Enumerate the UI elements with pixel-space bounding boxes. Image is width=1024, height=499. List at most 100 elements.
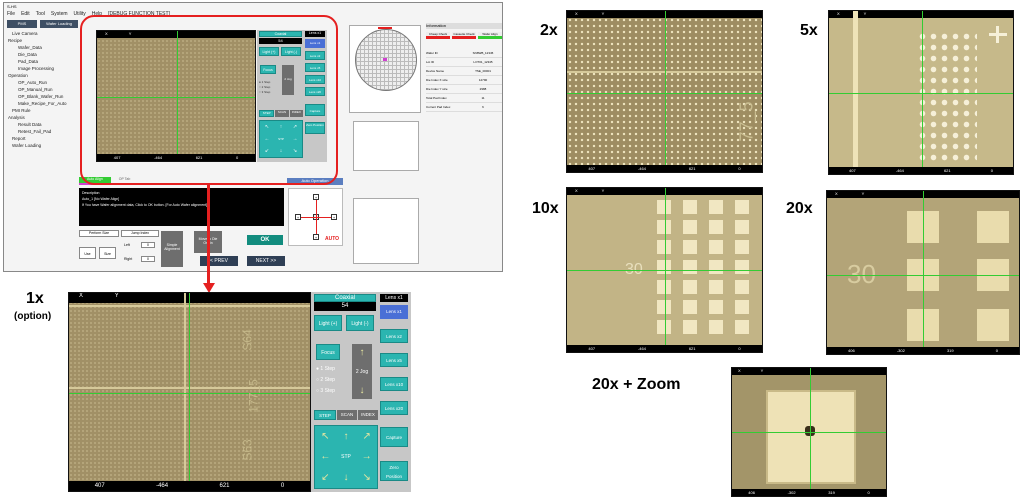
wafer-align-check[interactable]: Wafer Align <box>478 32 502 39</box>
capture-button[interactable]: Capture <box>305 104 325 116</box>
arrow-down-icon[interactable]: ↓ <box>279 148 283 154</box>
jog-control[interactable]: ↑ 2 Jog ↓ <box>352 344 372 399</box>
arrow-up-left-icon[interactable]: ↖ <box>264 124 270 130</box>
arrow-right-icon[interactable]: → <box>292 136 298 142</box>
light-plus-button[interactable]: Light (+) <box>259 47 279 56</box>
arrow-down-left-icon[interactable]: ↙ <box>321 472 330 484</box>
focus-button[interactable]: Focus <box>260 65 276 74</box>
tree-item[interactable]: Result Data <box>18 122 42 127</box>
step-option[interactable]: ○ 2 Step <box>316 377 335 383</box>
lens-x20-button[interactable]: Lens x20 <box>380 401 408 415</box>
tab-op[interactable]: OP Tab <box>118 177 131 181</box>
tree-item[interactable]: Pad_Data <box>18 59 39 64</box>
arrow-up-icon[interactable]: ↑ <box>279 124 283 130</box>
scan-button[interactable]: SCAN <box>337 410 357 420</box>
focus-button[interactable]: Focus <box>316 344 340 360</box>
menu-help[interactable]: Help <box>91 11 103 17</box>
arrow-down-left-icon[interactable]: ↙ <box>264 148 270 154</box>
arrow-left-icon[interactable]: ← <box>264 136 270 142</box>
coaxial-value[interactable]: 54 <box>314 302 376 311</box>
lens-x10-button[interactable]: Lens x10 <box>305 75 325 84</box>
stp-button[interactable]: STP <box>341 453 351 460</box>
lens-x2-button[interactable]: Lens x2 <box>380 329 408 343</box>
step-option[interactable]: ○ 2 Step <box>259 85 271 89</box>
light-plus-button[interactable]: Light (+) <box>314 315 342 331</box>
step-button[interactable]: STEP <box>314 410 336 420</box>
lens-x20-button[interactable]: Lens x20 <box>305 87 325 96</box>
scan-button[interactable]: SCAN <box>275 110 289 117</box>
step-option[interactable]: ● 1 Step <box>259 80 271 84</box>
arrow-down-icon[interactable]: ↓ <box>359 385 365 396</box>
tree-item[interactable]: Wafer Loading <box>12 143 42 148</box>
use-button[interactable]: Use <box>79 247 96 259</box>
step-button[interactable]: STEP <box>259 110 275 117</box>
tree-item[interactable]: Retest_Fail_Pad <box>18 129 52 134</box>
simple-alignment-button[interactable]: Simple Alignment <box>161 231 183 267</box>
next-button[interactable]: NEXT >> <box>247 256 285 266</box>
tree-item[interactable]: Die_Data <box>18 52 37 57</box>
step-option[interactable]: ○ 3 Step <box>316 388 335 394</box>
lens-x2-button[interactable]: Lens x2 <box>305 51 325 60</box>
arrow-right-icon[interactable]: → <box>361 451 372 463</box>
lens-x10-button[interactable]: Lens x10 <box>380 377 408 391</box>
arrow-up-left-icon[interactable]: ↖ <box>321 430 330 442</box>
tree-item[interactable]: Make_Recipe_For_Auto <box>18 101 67 106</box>
lens-x1-button[interactable]: Lens x1 <box>305 39 325 48</box>
arrow-down-right-icon[interactable]: ↘ <box>292 148 298 154</box>
right-input[interactable]: 0 <box>141 256 155 262</box>
arrow-down-icon[interactable]: ↓ <box>343 472 349 484</box>
pms-button[interactable]: PMS <box>7 20 37 28</box>
tree-item[interactable]: OP_Blank_Wafer_Run <box>18 94 64 99</box>
arrow-down-icon[interactable]: + <box>313 234 319 240</box>
tree-item[interactable]: Operation <box>8 73 28 78</box>
lens-x5-button[interactable]: Lens x5 <box>305 63 325 72</box>
tree-item[interactable]: PMI Rule <box>12 108 31 113</box>
menu-utility[interactable]: Utility <box>73 11 86 17</box>
menu-edit[interactable]: Edit <box>21 11 30 17</box>
menu-file[interactable]: File <box>7 11 16 17</box>
menu-debug[interactable]: [DEBUG FUNCTION TEST] <box>108 11 170 17</box>
step-option[interactable]: ○ 3 Step <box>259 90 271 94</box>
light-minus-button[interactable]: Light (-) <box>346 315 374 331</box>
lens-x1-button[interactable]: Lens x1 <box>380 305 408 319</box>
arrow-up-icon[interactable]: ↑ <box>359 347 365 358</box>
arrow-down-right-icon[interactable]: ↘ <box>362 472 371 484</box>
arrow-up-right-icon[interactable]: ↗ <box>362 430 371 442</box>
ok-button[interactable]: OK <box>247 235 283 245</box>
arrow-right-icon[interactable]: + <box>331 214 337 220</box>
tree-item[interactable]: OP_Auto_Run <box>18 80 48 85</box>
cheap-check[interactable]: Cheap Check <box>426 32 450 39</box>
light-minus-button[interactable]: Light (-) <box>281 47 301 56</box>
left-input[interactable]: 0 <box>141 242 155 248</box>
arrow-left-icon[interactable]: + <box>295 214 301 220</box>
tree-item[interactable]: Live Camera <box>12 31 38 36</box>
wafer-loading-button[interactable]: Wafer Loading <box>40 20 78 28</box>
tree-item[interactable]: OP_Manual_Run <box>18 87 53 92</box>
index-button[interactable]: INDEX <box>358 410 378 420</box>
index-button[interactable]: INDEX <box>289 110 303 117</box>
stp-button[interactable]: STP <box>278 137 284 141</box>
capture-button[interactable]: Capture <box>380 427 408 447</box>
zero-position-button[interactable]: Zero Position <box>380 461 408 481</box>
tree-item[interactable]: Report <box>12 136 26 141</box>
tree-item[interactable]: Image Processing <box>18 66 55 71</box>
zero-position-button[interactable]: Zero Position <box>305 122 325 134</box>
jog-button[interactable]: 2 Jog <box>282 65 294 95</box>
tree-item[interactable]: Recipe <box>8 38 23 43</box>
step-option[interactable]: ● 1 Step <box>316 366 335 372</box>
size-button[interactable]: Size <box>99 247 116 259</box>
cassette-check[interactable]: Cassette Check <box>452 32 476 39</box>
arrow-up-icon[interactable]: ↑ <box>343 430 349 442</box>
tree-item[interactable]: Wafer_Data <box>18 45 42 50</box>
arrow-left-icon[interactable]: ← <box>320 451 331 463</box>
menu-system[interactable]: System <box>50 11 68 17</box>
menu-tool[interactable]: Tool <box>35 11 45 17</box>
coaxial-value[interactable]: 54 <box>259 38 302 44</box>
